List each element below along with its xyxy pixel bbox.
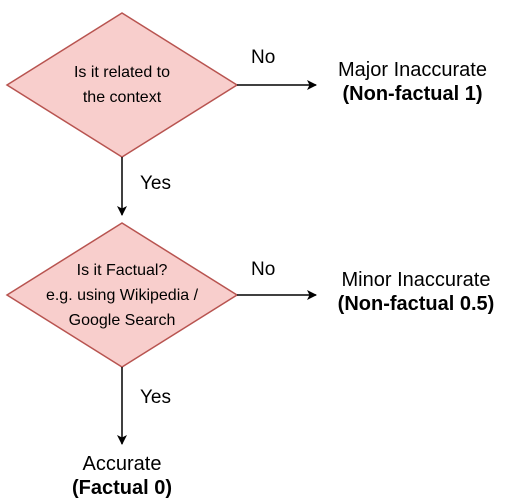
decision2-line3: Google Search	[68, 312, 176, 329]
decision1-line1: Is it related to	[73, 64, 171, 81]
edge-label-d2-no: No	[251, 259, 276, 280]
edge-label-d2-yes: Yes	[140, 387, 171, 408]
decision1-text: Is it related to the context	[47, 60, 197, 110]
decision2-text: Is it Factual? e.g. using Wikipedia / Go…	[37, 258, 207, 333]
outcome-minor-inaccurate: Minor Inaccurate (Non-factual 0.5)	[322, 268, 510, 316]
decision1-line2: the context	[82, 89, 162, 106]
edge-label-d1-no: No	[251, 47, 276, 68]
edge-label-d1-yes: Yes	[140, 173, 171, 194]
outcome-minor-score: (Non-factual 0.5)	[337, 293, 495, 315]
decision2-line2: e.g. using Wikipedia /	[45, 287, 199, 304]
outcome-accurate-score: (Factual 0)	[71, 477, 173, 499]
outcome-major-score: (Non-factual 1)	[342, 83, 483, 105]
decision2-line1: Is it Factual?	[76, 262, 168, 279]
outcome-accurate-title: Accurate	[82, 453, 162, 475]
outcome-major-title: Major Inaccurate	[338, 59, 487, 81]
outcome-minor-title: Minor Inaccurate	[341, 269, 491, 291]
outcome-accurate: Accurate (Factual 0)	[47, 452, 197, 500]
outcome-major-inaccurate: Major Inaccurate (Non-factual 1)	[320, 58, 505, 106]
